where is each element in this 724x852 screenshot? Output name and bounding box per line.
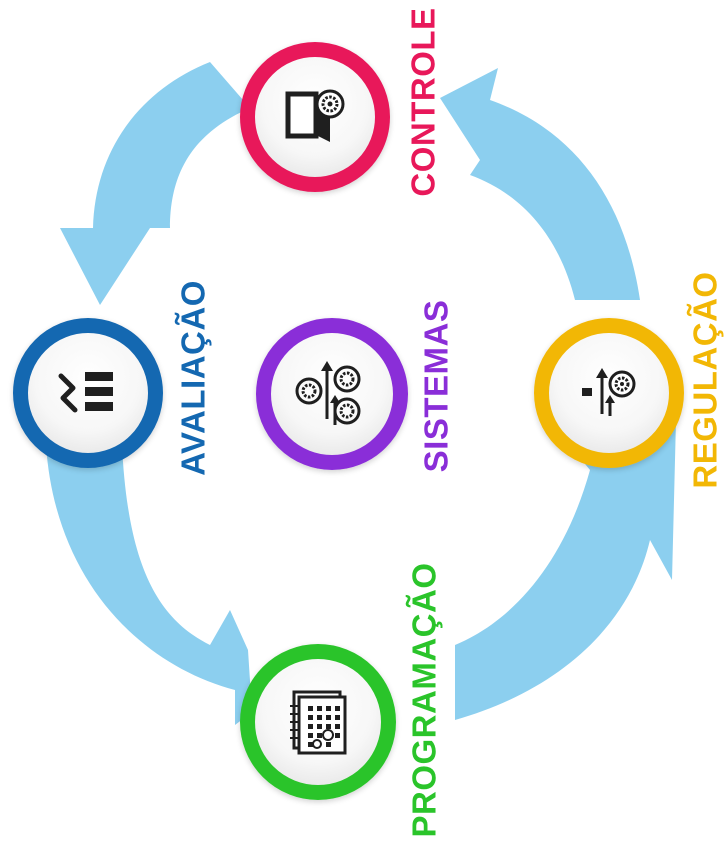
avaliacao-label: AVALIAÇÃO xyxy=(174,280,212,476)
regulate-gear-icon xyxy=(582,368,636,416)
sistemas-label: SISTEMAS xyxy=(417,299,455,473)
arrow-avaliacao-to-programacao xyxy=(46,445,252,725)
programacao-label: PROGRAMAÇÃO xyxy=(405,562,443,838)
sistemas-node[interactable] xyxy=(256,318,408,470)
calendar-planner-icon xyxy=(290,690,347,755)
arrow-controle-to-avaliacao xyxy=(60,62,250,305)
controle-node[interactable] xyxy=(240,42,390,192)
controle-label: CONTROLE xyxy=(404,7,442,197)
avaliacao-node[interactable] xyxy=(13,318,163,468)
programacao-node[interactable] xyxy=(240,644,396,800)
arrow-regulacao-to-controle xyxy=(440,68,640,300)
arrow-programacao-to-regulacao xyxy=(455,420,676,720)
list-checklist-icon xyxy=(58,372,113,413)
gears-arrows-icon xyxy=(295,361,361,425)
regulacao-label: REGULAÇÃO xyxy=(686,271,724,489)
regulacao-node[interactable] xyxy=(534,318,684,468)
document-gear-icon xyxy=(285,89,345,142)
